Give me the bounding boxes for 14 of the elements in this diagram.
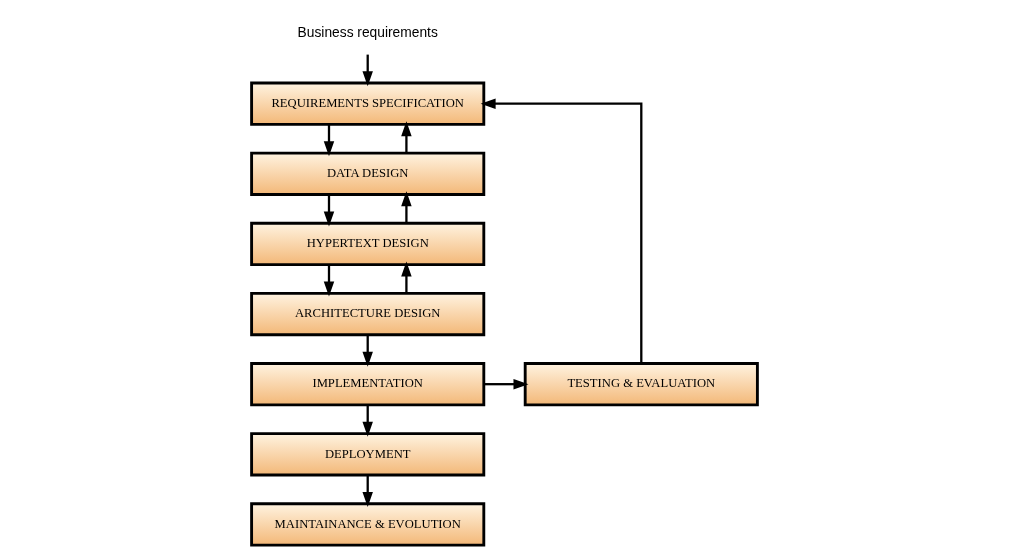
node-box: MAINTAINANCE & EVOLUTION	[250, 502, 486, 547]
node-box: DATA DESIGN	[250, 151, 486, 196]
node-box: HYPERTEXT DESIGN	[250, 221, 486, 267]
node-box: DEPLOYMENT	[250, 432, 486, 477]
arrow	[480, 98, 643, 364]
node-box: REQUIREMENTS SPECIFICATION	[250, 81, 486, 126]
arrow	[401, 261, 412, 293]
node-box: TESTING & EVALUATION	[523, 362, 759, 407]
arrow	[401, 121, 412, 153]
arrow	[401, 191, 412, 223]
node-box: IMPLEMENTATION	[250, 362, 486, 407]
arrow	[484, 378, 529, 390]
node-box: ARCHITECTURE DESIGN	[250, 291, 486, 337]
node-text: Business requirements	[297, 25, 438, 41]
